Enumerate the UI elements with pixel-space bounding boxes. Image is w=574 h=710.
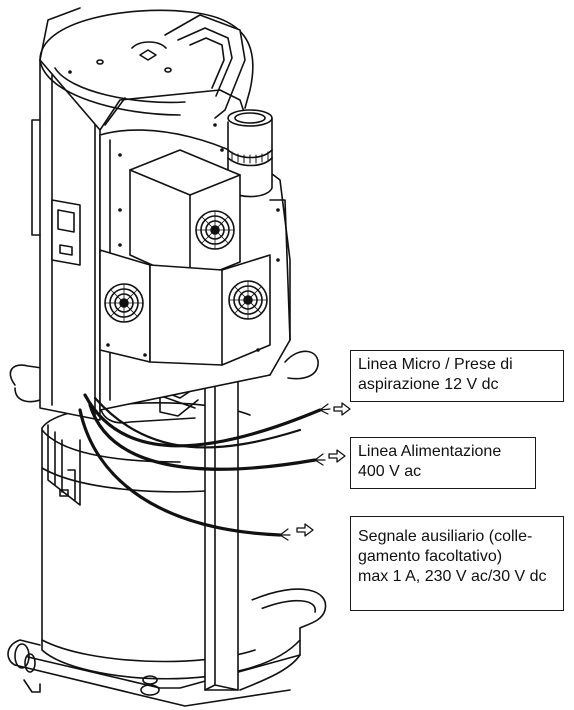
fan-box-upper (129, 149, 241, 283)
arrow-aux-icon (296, 523, 314, 537)
label-micro-line: Linea Micro / Prese di aspirazione 12 V … (350, 350, 564, 402)
rivets (68, 70, 280, 357)
fan-box-lower-right (149, 254, 271, 366)
label-aux-signal-2: gamento facoltativo) (358, 548, 503, 565)
top-lid (39, 7, 254, 131)
label-power-line-1: Linea Alimentazione (358, 443, 502, 460)
label-micro-line-2: aspirazione 12 V dc (358, 376, 499, 393)
label-power-line: Linea Alimentazione 400 V ac (350, 437, 536, 489)
label-aux-signal-3: max 1 A, 230 V ac/30 V dc (358, 568, 547, 585)
label-aux-signal: Segnale ausiliario (colle- gamento facol… (350, 516, 564, 611)
cable-micro-line (83, 393, 322, 448)
support-post (204, 351, 239, 691)
label-power-line-2: 400 V ac (358, 463, 422, 480)
cable-ends (279, 403, 331, 541)
label-aux-signal-1: Segnale ausiliario (colle- (358, 528, 533, 545)
cables (78, 393, 322, 537)
cable-aux-line (78, 408, 282, 537)
label-micro-line-1: Linea Micro / Prese di (358, 356, 513, 373)
arrows (296, 402, 351, 537)
cable-power-line (88, 403, 317, 471)
arrow-power-icon (328, 449, 346, 463)
bracket-panel (47, 424, 81, 506)
arrow-micro-icon (333, 402, 351, 416)
